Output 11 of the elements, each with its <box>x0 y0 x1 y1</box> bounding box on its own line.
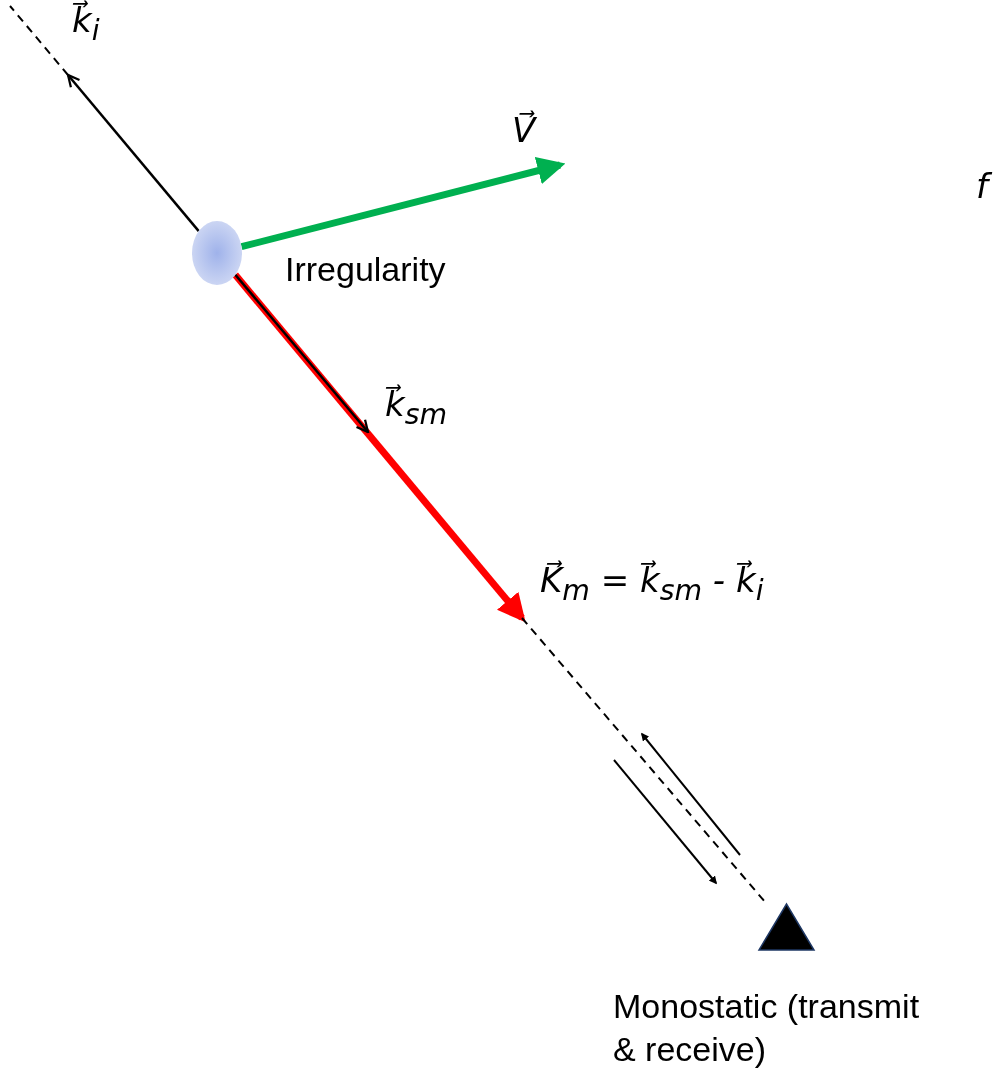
arrow <box>240 157 566 251</box>
vector-label: k⃗$_{sm}$ <box>385 386 448 430</box>
node-caption: Monostatic (transmit & receive) <box>613 986 921 1070</box>
arrow <box>232 272 526 623</box>
vector-label: V⃗ <box>512 112 536 150</box>
arrow <box>234 273 370 434</box>
vector-label: K⃗$_{m}$ = k⃗$_{sm}$ - k⃗$_{i}$ <box>540 562 764 606</box>
arrow <box>66 73 200 232</box>
node-caption: Irregularity <box>285 249 447 290</box>
vector-label: k⃗$_{i}$ <box>72 2 100 46</box>
line <box>521 617 767 904</box>
